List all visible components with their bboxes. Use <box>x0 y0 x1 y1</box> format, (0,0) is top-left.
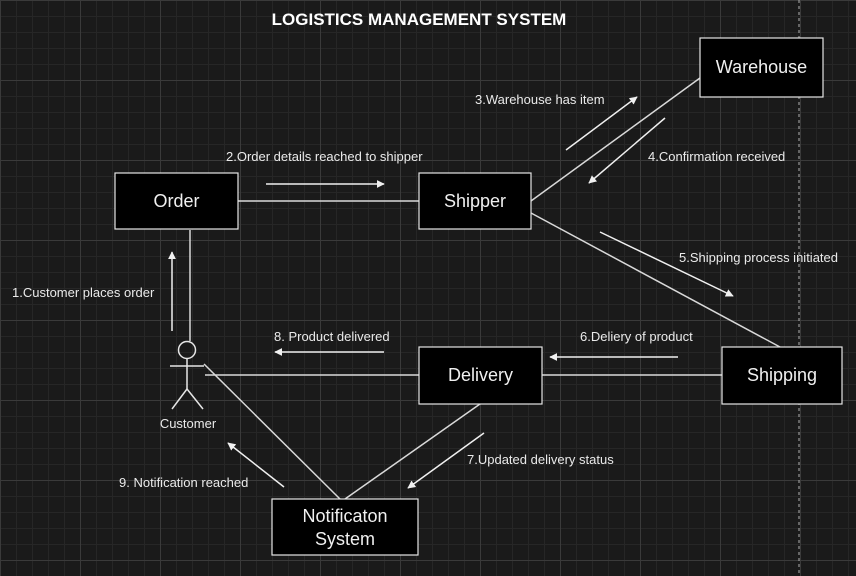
message-label: 1.Customer places order <box>12 285 155 300</box>
order-node-label: Order <box>153 191 199 211</box>
message-label: 9. Notification reached <box>119 475 248 490</box>
arrow-confirmation-received <box>588 117 666 184</box>
delivery-node[interactable]: Delivery <box>418 346 543 405</box>
notification-node-label-line1: Notificaton <box>302 506 387 526</box>
actor-right-leg <box>186 388 204 410</box>
shipper-node[interactable]: Shipper <box>418 172 532 230</box>
delivery-node-label: Delivery <box>448 365 513 385</box>
message-label: 5.Shipping process initiated <box>679 250 838 265</box>
warehouse-node-label: Warehouse <box>716 57 807 77</box>
actor-left-leg <box>171 388 188 410</box>
actor-head <box>177 340 197 360</box>
link-customer-notification <box>203 363 341 500</box>
message-label: 4.Confirmation received <box>648 149 785 164</box>
shipping-node-label: Shipping <box>747 365 817 385</box>
link-shipper-shipping <box>530 212 781 348</box>
diagram-title: LOGISTICS MANAGEMENT SYSTEM <box>272 10 567 29</box>
message-label: 8. Product delivered <box>274 329 390 344</box>
customer-label: Customer <box>160 416 217 431</box>
message-label: 3.Warehouse has item <box>475 92 605 107</box>
arrow-notification-reached <box>227 442 285 488</box>
customer-actor[interactable]: Customer <box>160 340 217 432</box>
message-label: 2.Order details reached to shipper <box>226 149 423 164</box>
shipper-node-label: Shipper <box>444 191 506 211</box>
arrow-updated-delivery-status <box>407 432 485 489</box>
arrow-shipping-initiated <box>599 231 734 297</box>
order-node[interactable]: Order <box>114 172 239 230</box>
notification-system-node[interactable]: Notificaton System <box>271 498 419 556</box>
shipping-node[interactable]: Shipping <box>721 346 843 405</box>
message-label: 7.Updated delivery status <box>467 452 614 467</box>
arrow-warehouse-has-item <box>565 96 638 151</box>
link-shipper-warehouse <box>530 77 701 202</box>
message-label: 6.Deliery of product <box>580 329 693 344</box>
notification-node-label-line2: System <box>315 529 375 549</box>
link-delivery-notification <box>344 403 481 500</box>
warehouse-node[interactable]: Warehouse <box>699 37 824 98</box>
